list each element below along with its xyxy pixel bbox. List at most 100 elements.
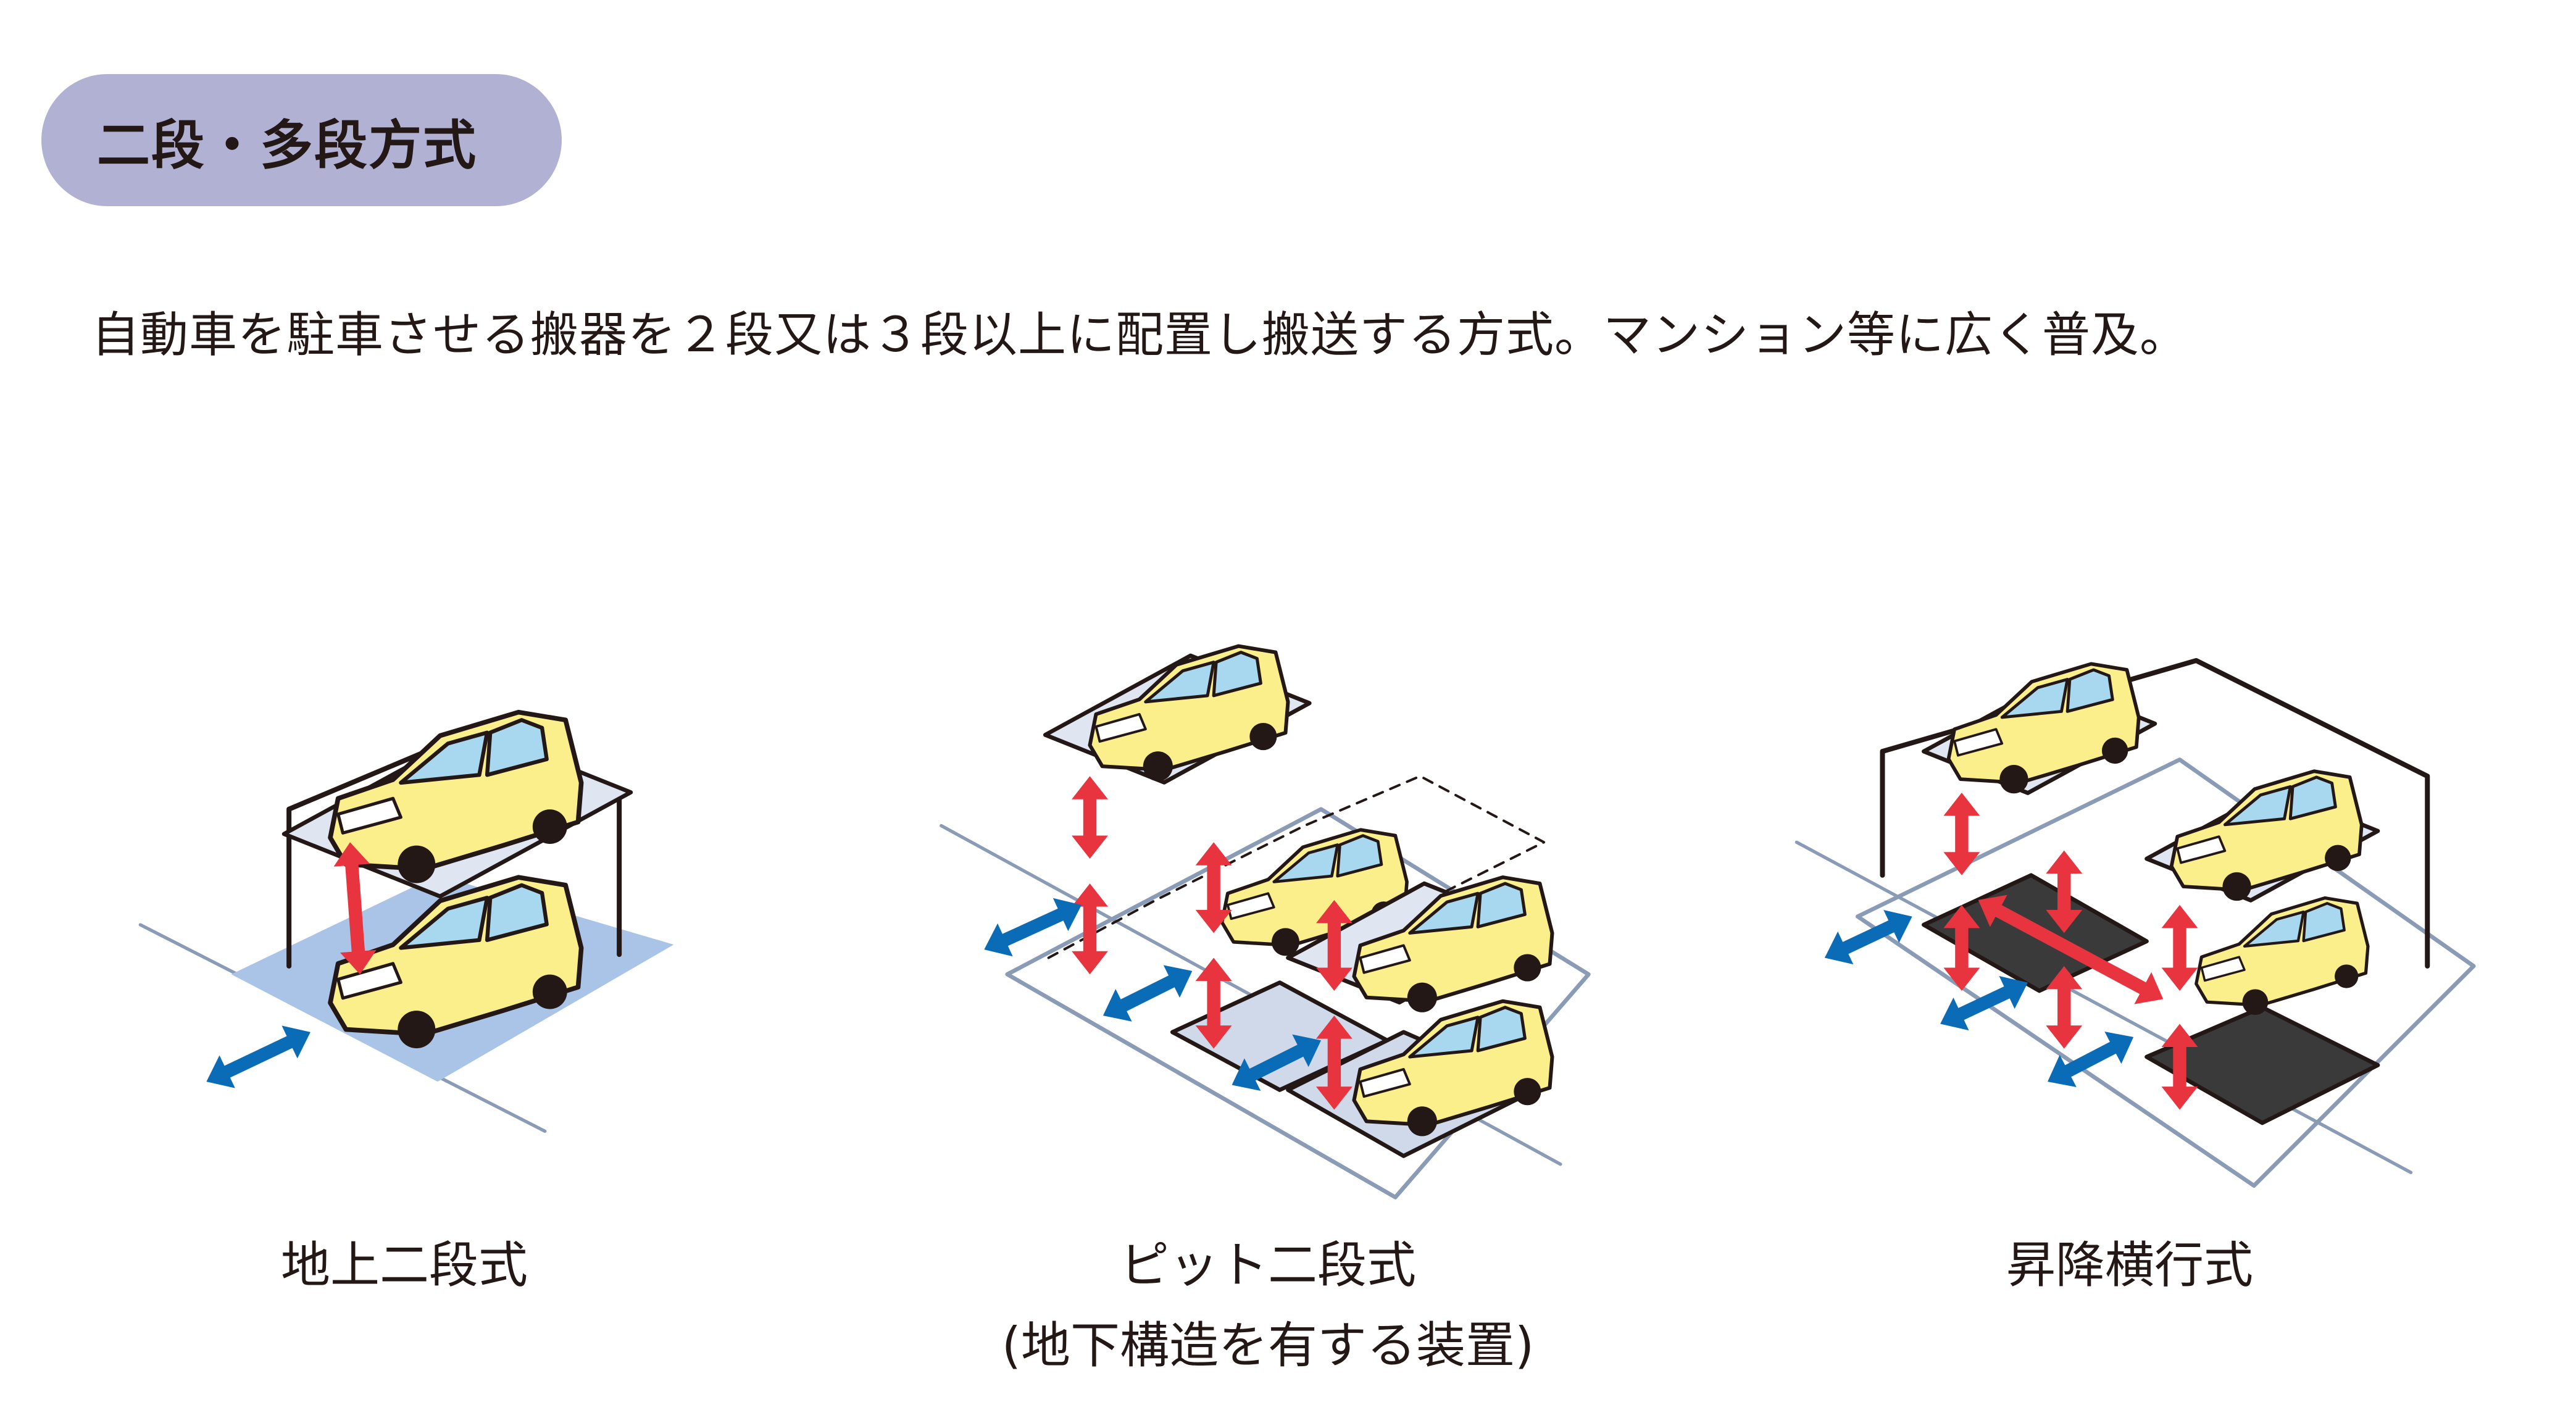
car-windshield — [2243, 910, 2305, 948]
entry-arrow — [206, 1025, 311, 1088]
pit-outline — [1856, 757, 2476, 1188]
car-wheel — [398, 845, 436, 883]
car-side-window — [2288, 775, 2337, 820]
entry-arrow — [1232, 1034, 1321, 1091]
entry-arrow — [206, 1025, 311, 1088]
label-pit-two-level-note: (地下構造を有する装置) — [1001, 1317, 1535, 1374]
car-side-window — [1476, 882, 1527, 928]
car-side-window — [485, 883, 549, 942]
car-side-window — [1212, 651, 1262, 698]
bay-pad — [2145, 1005, 2380, 1125]
car-headlight — [1226, 892, 1275, 920]
lift-arrow — [1072, 776, 1108, 859]
car-wheel — [1407, 1106, 1437, 1137]
label-above-ground-two-level: 地上二段式 — [281, 1237, 528, 1294]
car-windshield — [2000, 677, 2069, 719]
car-lower — [2195, 896, 2370, 1016]
lift-arrow — [1195, 957, 1232, 1049]
lift-arrow — [1315, 1016, 1353, 1110]
entry-arrow — [1940, 975, 2028, 1031]
car-windshield — [399, 730, 490, 785]
car-wheel — [532, 809, 567, 845]
car-side-window — [485, 718, 549, 777]
lift-arrow — [1195, 842, 1232, 933]
lift-arrow — [2046, 850, 2083, 933]
car-windshield — [399, 895, 490, 950]
description-text: 自動車を駐車させる搬器を２段又は３段以上に配置し搬送する方式。マンション等に広く… — [91, 307, 2189, 363]
lift-arrow — [1315, 1016, 1353, 1110]
lift-arrow — [333, 842, 377, 975]
lift-arrow — [1315, 899, 1353, 991]
car-wheel — [1999, 765, 2028, 794]
entry-arrow — [984, 898, 1082, 957]
lift-arrow — [1943, 793, 1980, 875]
car-headlight — [1953, 728, 2004, 757]
entry-arrow — [1103, 965, 1193, 1022]
entry-arrow — [2048, 1032, 2134, 1087]
entry-arrow — [1940, 975, 2028, 1031]
car-wheel — [2242, 989, 2269, 1016]
car-windshield — [1272, 843, 1340, 883]
lift-arrow — [1072, 776, 1108, 859]
lift-arrow — [333, 842, 377, 975]
car-windshield — [1408, 1016, 1480, 1059]
label-pit-two-level: ピット二段式 — [1120, 1237, 1416, 1294]
car-side-window — [2065, 668, 2114, 713]
lift-arrow — [1943, 904, 1980, 991]
car-windshield — [1144, 661, 1215, 704]
lift-arrow — [1195, 842, 1232, 933]
empty-bay-outline — [1047, 775, 1546, 959]
car-headlight — [336, 796, 402, 835]
car-wheel — [1514, 954, 1541, 982]
car-windshield — [1408, 891, 1480, 935]
car-wheel — [1143, 751, 1173, 782]
lift-arrow — [1315, 899, 1353, 991]
car-headlight — [2200, 956, 2246, 982]
car-wheel — [2325, 845, 2351, 872]
slide-arrow — [1978, 895, 2164, 1004]
car-upper-1 — [1946, 662, 2141, 794]
car-headlight — [1359, 944, 1411, 974]
car-lower — [1352, 999, 1554, 1137]
entry-arrow — [984, 898, 1082, 957]
car-headlight — [1359, 1068, 1411, 1098]
label-lift-slide: 昇降横行式 — [2006, 1237, 2253, 1294]
entry-arrow — [1103, 965, 1193, 1022]
car-upper — [328, 709, 584, 883]
lift-arrow — [2046, 966, 2083, 1049]
car-lower — [328, 875, 584, 1049]
car-side-window — [1336, 834, 1383, 878]
car-wheel — [1249, 722, 1277, 751]
entry-arrow — [1824, 909, 1912, 965]
car-side-window — [1476, 1006, 1527, 1053]
lift-arrow — [1195, 957, 1232, 1049]
car-wheel — [2222, 872, 2251, 901]
lift-arrow — [2161, 1024, 2198, 1110]
car-side-window — [2302, 902, 2346, 943]
slide-arrow — [1978, 895, 2164, 1004]
car-upper-3 — [1352, 875, 1554, 1012]
car-upper-2 — [2169, 769, 2364, 901]
car-wheel — [2101, 737, 2128, 764]
lift-arrow — [1943, 904, 1980, 991]
car-wheel — [1514, 1078, 1541, 1106]
section-title: 二段・多段方式 — [97, 114, 477, 177]
lift-arrow — [2161, 904, 2198, 991]
entry-arrow — [1824, 909, 1912, 965]
lift-arrow — [2046, 850, 2083, 933]
entry-arrow — [1232, 1034, 1321, 1091]
car-upper-1 — [1088, 644, 1290, 782]
car-wheel — [1407, 982, 1437, 1012]
frame — [1880, 657, 2430, 969]
car-wheel — [2335, 964, 2359, 988]
section-title-pill: 二段・多段方式 — [41, 74, 562, 206]
car-windshield — [2223, 785, 2292, 827]
lift-arrow — [2161, 1024, 2198, 1110]
car-wheel — [1272, 928, 1299, 956]
lift-arrow — [2046, 966, 2083, 1049]
lift-arrow — [1943, 793, 1980, 875]
car-headlight — [336, 962, 402, 1000]
lift-arrow — [2161, 904, 2198, 991]
car-headlight — [2176, 835, 2227, 864]
